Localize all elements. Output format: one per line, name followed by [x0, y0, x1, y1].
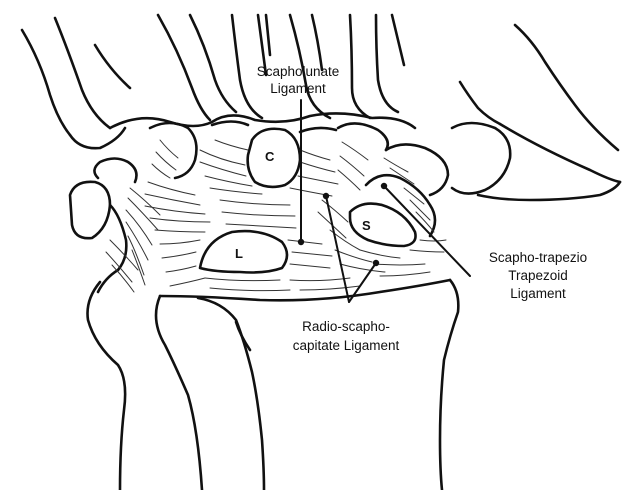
metacarpal-bones	[22, 15, 415, 148]
radio-scapho-pointer-dot-right	[373, 260, 379, 266]
ligament-labels: Scapholunate Ligament Scapho-trapezio Tr…	[257, 64, 587, 353]
ulna	[88, 282, 126, 490]
scapholunate-label-line2: Ligament	[270, 81, 326, 96]
scapho-trapezio-label-line1: Scapho-trapezio	[489, 250, 587, 265]
forearm-bones	[88, 280, 459, 490]
scapho-trapezio-label-line3: Ligament	[510, 286, 566, 301]
lunate-letter: L	[235, 246, 243, 261]
radio-scapho-pointer-dot-left	[323, 193, 329, 199]
radio-scapho-label-line2: capitate Ligament	[293, 338, 400, 353]
lunate-bone	[200, 231, 287, 272]
capitate-letter: C	[265, 149, 275, 164]
scapholunate-pointer-dot	[298, 239, 304, 245]
scapho-trapezio-label-line2: Trapezoid	[508, 268, 568, 283]
radius	[198, 298, 264, 490]
radio-scapho-label-line1: Radio-scapho-	[302, 319, 390, 334]
scapho-trapezio-pointer-dot	[381, 183, 387, 189]
thumb-metacarpal	[452, 25, 620, 200]
scapholunate-label-line1: Scapholunate	[257, 64, 340, 79]
radio-scapho-leader-left	[326, 196, 349, 302]
scaphoid-letter: S	[362, 218, 371, 233]
